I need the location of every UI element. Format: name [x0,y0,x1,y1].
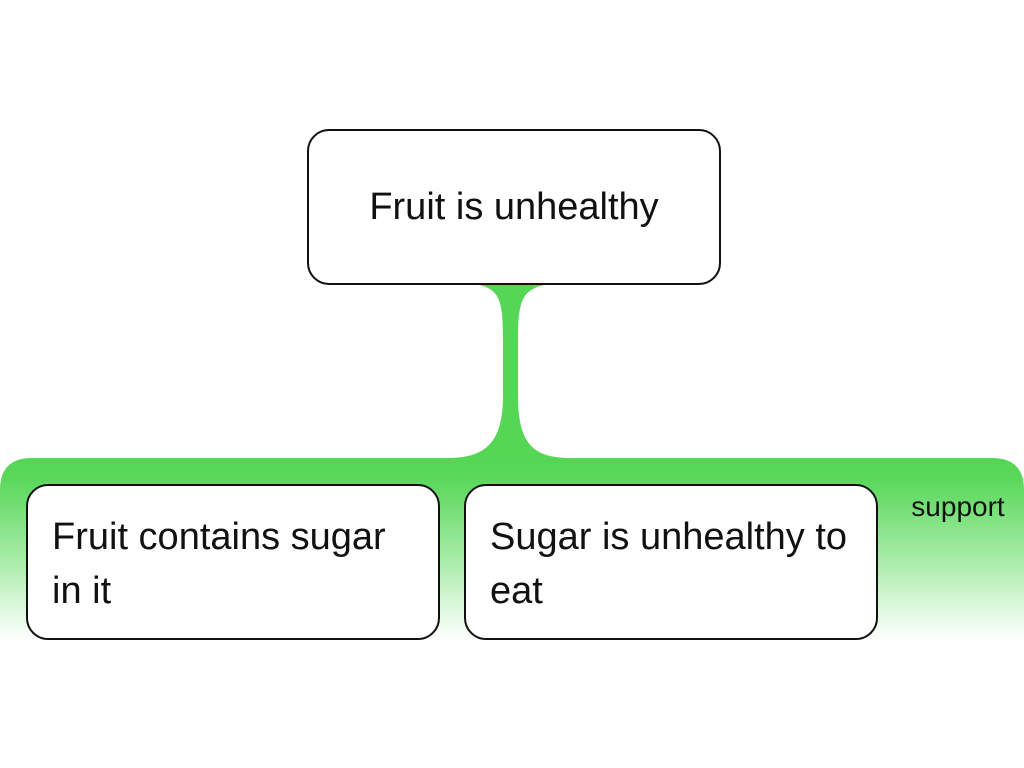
claim-text: Fruit is unhealthy [369,186,659,228]
premise-text-1: Fruit contains sugar in it [52,516,386,612]
premise-text-2: Sugar is unhealthy to eat [490,516,848,612]
relation-label: support [911,491,1005,522]
claim-node[interactable]: Fruit is unhealthy [307,129,721,285]
premise-node-1[interactable]: Fruit contains sugar in it [26,484,440,640]
premise-node-2[interactable]: Sugar is unhealthy to eat [464,484,878,640]
support-connector [448,284,570,458]
